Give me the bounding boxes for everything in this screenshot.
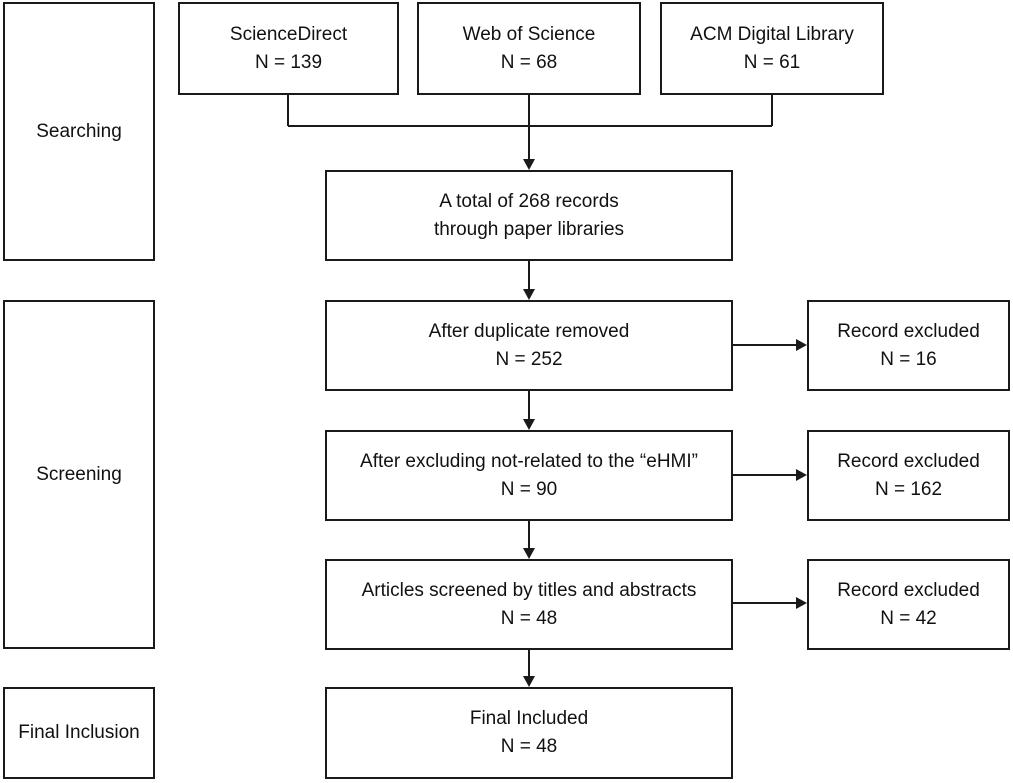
stage-searching-label: Searching — [36, 120, 122, 142]
stage-searching: Searching — [3, 2, 155, 261]
step-count: N = 90 — [500, 478, 558, 500]
arrow-exclusion-1 — [796, 339, 807, 351]
excluded-label: Record excluded — [837, 450, 980, 472]
arrow-exclusion-3 — [796, 597, 807, 609]
step-count: N = 48 — [500, 607, 558, 629]
source-web-of-science: Web of Science N = 68 — [417, 2, 641, 95]
step-duplicate-removed: After duplicate removed N = 252 — [325, 300, 733, 391]
step-label: Articles screened by titles and abstract… — [361, 579, 697, 601]
source-count: N = 61 — [743, 51, 801, 73]
stage-final-inclusion: Final Inclusion — [3, 687, 155, 779]
total-line-1: A total of 268 records — [439, 190, 619, 212]
stage-screening: Screening — [3, 300, 155, 649]
arrow-to-step2 — [523, 419, 535, 430]
stage-screening-label: Screening — [36, 463, 122, 485]
final-included-box: Final Included N = 48 — [325, 687, 733, 779]
total-records-box: A total of 268 records through paper lib… — [325, 170, 733, 261]
excluded-label: Record excluded — [837, 579, 980, 601]
source-count: N = 68 — [500, 51, 558, 73]
source-name: ACM Digital Library — [690, 23, 854, 45]
arrow-to-final — [523, 676, 535, 687]
step-label: After excluding not-related to the “eHMI… — [360, 450, 698, 472]
step-label: After duplicate removed — [428, 320, 630, 342]
step-count: N = 252 — [495, 348, 563, 370]
arrow-to-total — [523, 159, 535, 170]
excluded-count: N = 162 — [874, 478, 943, 500]
step-titles-abstracts: Articles screened by titles and abstract… — [325, 559, 733, 650]
source-name: Web of Science — [462, 23, 596, 45]
arrow-to-step1 — [523, 289, 535, 300]
step-excluding-not-related: After excluding not-related to the “eHMI… — [325, 430, 733, 521]
excluded-box-2: Record excluded N = 162 — [807, 430, 1010, 521]
source-sciencedirect: ScienceDirect N = 139 — [178, 2, 399, 95]
excluded-label: Record excluded — [837, 320, 980, 342]
excluded-box-3: Record excluded N = 42 — [807, 559, 1010, 650]
arrow-exclusion-2 — [796, 469, 807, 481]
final-label: Final Included — [469, 708, 589, 729]
excluded-box-1: Record excluded N = 16 — [807, 300, 1010, 391]
source-acm-digital-library: ACM Digital Library N = 61 — [660, 2, 884, 95]
source-name: ScienceDirect — [229, 23, 348, 45]
total-line-2: through paper libraries — [433, 218, 625, 240]
source-count: N = 139 — [254, 51, 323, 73]
excluded-count: N = 42 — [880, 607, 937, 629]
excluded-count: N = 16 — [880, 348, 937, 370]
arrow-to-step3 — [523, 548, 535, 559]
final-count: N = 48 — [500, 736, 558, 757]
stage-final-label: Final Inclusion — [18, 722, 140, 743]
